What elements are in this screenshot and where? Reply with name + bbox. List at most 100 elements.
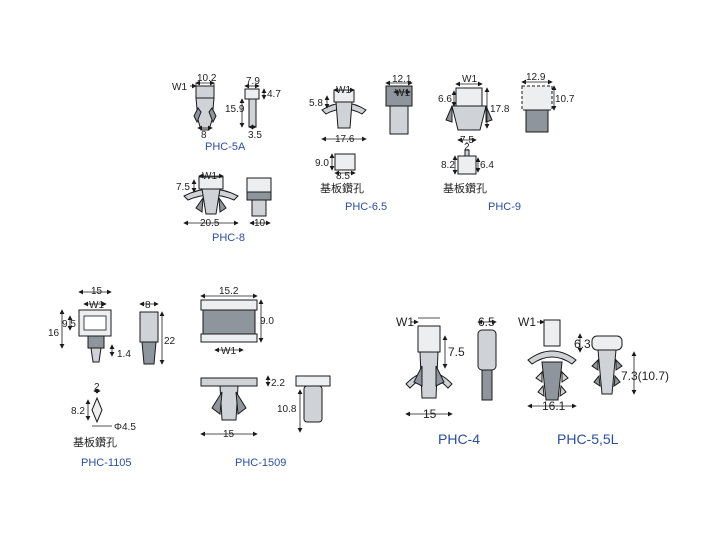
phc-9-side-head [521,85,553,111]
phc-6-5-body [335,101,353,129]
phc-4-head [417,325,441,353]
phc-1509-dim-base: 15 [223,429,235,440]
phc-1105-dim-hole-w: 2 [94,382,100,393]
phc-8-dim-head: 7.5 [176,182,190,193]
phc-1509-dim-side: 10.8 [277,404,297,415]
part-phc-5a: W1 10.2 8 7.9 4.7 15.9 3.5 PHC-5A [172,73,281,153]
phc-1105-dim-window: 9.5 [62,319,76,330]
phc-6-5-side-body [389,105,409,135]
phc-1105-label: PHC-1105 [81,457,132,469]
phc-1105-side-pin [141,341,157,365]
phc-5-5l-w1-label: W1 [518,315,536,329]
phc-9-body [451,105,487,131]
phc-1105-neck [87,335,105,349]
phc-1105-hole-caption: 基板鑽孔 [73,435,117,449]
phc-1105-dim-width: 15 [91,286,103,297]
phc-1509-top-plate [200,299,258,311]
phc-4-dim-height: 7.5 [448,345,465,359]
phc-5a-wings [193,107,217,124]
phc-5-5l-body [541,361,563,401]
phc-9-dim-hole-h: 8.2 [441,160,455,171]
phc-9-hole-caption: 基板鑽孔 [443,181,487,195]
phc-5a-label: PHC-5A [205,141,246,153]
phc-6-5-hole-caption: 基板鑽孔 [320,181,364,195]
phc-5-5l-dim-head: 6.3 [574,337,591,351]
phc-5-5l-side-head [591,335,623,351]
phc-1105-w1-label: W1 [89,300,104,311]
phc-5-5l-head [543,319,561,347]
phc-5-5l-dim-height: 7.3(10.7) [621,369,669,383]
phc-9-w1-label: W1 [462,74,477,85]
phc-6-5-dim-hole-w: 8.5 [336,171,350,182]
phc-1105-hole [91,396,103,424]
phc-8-side-head [246,177,272,193]
phc-5a-dim-side-width: 7.9 [246,76,260,87]
phc-9-dim-side-height: 10.7 [555,94,575,105]
phc-5-5l-ribs [535,370,569,398]
phc-4-side-body [481,369,493,401]
part-phc-4: W1 7.5 15 6.5 PHC-4 [396,315,497,447]
part-phc-5-5l: W1 16.1 6.3 7.3(10.7) PHC-5,5L [518,315,669,447]
phc-5a-side-body [248,98,257,128]
phc-4-label: PHC-4 [438,431,480,447]
phc-1509-side-plate [295,375,331,387]
phc-6-5-dim-hole-h: 9.0 [315,158,329,169]
phc-8-w1-label: W1 [202,171,217,182]
phc-5-5l-side-ribs [591,358,623,388]
phc-9-side-body [525,109,549,133]
phc-4-body [419,351,439,399]
phc-8-barbs [195,196,227,213]
phc-9-dim-hole-h2: 6.4 [480,160,494,171]
phc-1105-dim-side-height: 22 [164,336,176,347]
phc-9-dim-side-width: 12.9 [526,72,546,83]
part-phc-1509: 15.2 9.0 W1 15 2.2 10.8 PHC-1509 [200,286,331,469]
phc-9-dim-notch: 2 [464,142,470,153]
phc-1105-window [83,315,107,331]
phc-1509-front-barbs [211,391,247,415]
phc-1509-label: PHC-1509 [235,457,286,469]
phc-5-5l-wing [527,350,577,365]
phc-8-dim-side: 10 [254,218,266,229]
phc-8-dim-span: 20.5 [200,218,220,229]
phc-4-barbs [413,365,445,387]
phc-5a-dim-height: 15.9 [225,104,245,115]
phc-9-dim-head: 6.6 [438,94,452,105]
phc-5a-side-head [244,88,260,100]
part-phc-9: W1 6.6 17.8 12.9 10.7 7.5 2 8.2 6.4 基板鑽孔… [438,72,575,213]
phc-6-5-hole [334,153,356,171]
phc-6-5-dim-span: 17.6 [335,134,355,145]
phc-4-dim-side: 6.5 [478,315,495,329]
phc-1509-side-body [303,385,323,423]
phc-9-head [455,87,483,107]
phc-8-body [201,188,221,215]
phc-1105-dim-pin: 1.4 [117,349,131,360]
phc-4-w1-label: W1 [396,315,414,329]
phc-1509-top-body [202,309,256,335]
phc-8-label: PHC-8 [212,232,245,244]
phc-4-dim-span: 15 [423,407,437,421]
phc-5a-dim-side-base: 3.5 [248,130,262,141]
phc-5a-w1-label: W1 [172,82,187,93]
phc-5a-head [195,85,215,99]
phc-6-5-label: PHC-6.5 [345,201,387,213]
phc-8-side-body [251,199,267,217]
part-phc-8: W1 7.5 20.5 10 PHC-8 [176,171,272,244]
part-phc-6-5: W1 5.8 17.6 12.1 W1 9.0 8.5 基板鑽孔 PHC-6.5 [309,74,413,213]
phc-5a-dim-base: 8 [201,130,207,141]
phc-5-5l-dim-span: 16.1 [542,399,566,413]
phc-9-hole-notch [464,149,470,157]
phc-6-5-w1b-label: W1 [395,88,410,99]
phc-1509-dim-width: 15.2 [219,286,239,297]
phc-1105-dim-side: 8 [145,300,151,311]
phc-1105-dim-height: 16 [48,328,60,339]
phc-1105-pin [90,347,102,363]
phc-9-dim-height: 17.8 [490,104,510,115]
phc-6-5-dim-gap: 5.8 [309,98,323,109]
part-phc-1105: 15 W1 9.5 16 1.4 8 22 2 8.2 Φ4.5 基板鑽孔 PH… [48,286,176,469]
phc-5-5l-side-body [597,349,617,395]
phc-1509-dim-plate: 2.2 [271,378,285,389]
phc-6-5-dim-side-width: 12.1 [392,74,412,85]
phc-1105-side-body [139,311,159,343]
phc-1509-front-body [219,385,239,421]
